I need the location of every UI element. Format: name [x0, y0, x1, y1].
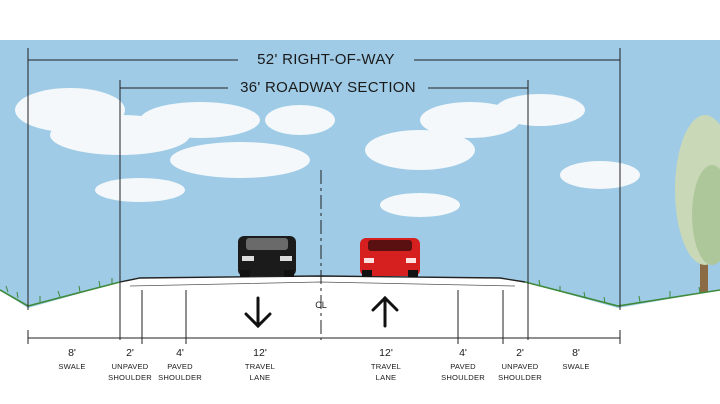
svg-text:8': 8' [68, 347, 76, 359]
svg-text:SWALE: SWALE [58, 362, 85, 371]
svg-text:PAVED: PAVED [450, 362, 476, 371]
svg-text:LANE: LANE [376, 373, 397, 382]
svg-text:SWALE: SWALE [562, 362, 589, 371]
segment-swale-left: 8' SWALE [58, 347, 85, 371]
svg-text:2': 2' [516, 347, 524, 359]
segment-unpaved-shoulder-right: 2' UNPAVED SHOULDER [498, 347, 542, 382]
svg-text:UNPAVED: UNPAVED [502, 362, 539, 371]
svg-text:12': 12' [253, 347, 267, 359]
bottom-dimension-chain [27, 290, 621, 344]
road-base-line [129, 281, 516, 287]
red-car-illustration [360, 238, 420, 277]
ground [0, 276, 720, 404]
segment-unpaved-shoulder-left: 2' UNPAVED SHOULDER [108, 347, 152, 382]
up-arrow-icon [371, 295, 399, 328]
svg-text:SHOULDER: SHOULDER [158, 373, 202, 382]
svg-text:TRAVEL: TRAVEL [371, 362, 401, 371]
segment-paved-shoulder-left: 4' PAVED SHOULDER [158, 347, 202, 382]
svg-text:SHOULDER: SHOULDER [498, 373, 542, 382]
svg-text:PAVED: PAVED [167, 362, 193, 371]
clouds [15, 88, 640, 217]
roadway-section-dimension [119, 78, 529, 340]
grass-blades [5, 278, 701, 304]
down-arrow-icon [244, 296, 272, 329]
svg-text:4': 4' [176, 347, 184, 359]
right-of-way-dimension [27, 48, 621, 310]
segment-swale-right: 8' SWALE [562, 347, 589, 371]
svg-text:LANE: LANE [250, 373, 271, 382]
svg-text:TRAVEL: TRAVEL [245, 362, 275, 371]
svg-text:2': 2' [126, 347, 134, 359]
top-margin [0, 0, 720, 40]
svg-text:SHOULDER: SHOULDER [441, 373, 485, 382]
segment-travel-lane-left: 12' TRAVEL LANE [245, 347, 275, 382]
black-car-illustration [238, 236, 296, 277]
svg-text:4': 4' [459, 347, 467, 359]
segment-paved-shoulder-right: 4' PAVED SHOULDER [441, 347, 485, 382]
centerline-symbol: CL [315, 300, 327, 310]
segment-travel-lane-right: 12' TRAVEL LANE [371, 347, 401, 382]
svg-text:12': 12' [379, 347, 393, 359]
road-surface-line [119, 275, 526, 283]
tree-illustration [675, 115, 720, 300]
svg-text:8': 8' [572, 347, 580, 359]
svg-text:SHOULDER: SHOULDER [108, 373, 152, 382]
right-of-way-label: 52' RIGHT-OF-WAY [257, 51, 395, 68]
svg-text:UNPAVED: UNPAVED [112, 362, 149, 371]
roadway-section-label: 36' ROADWAY SECTION [240, 79, 416, 96]
